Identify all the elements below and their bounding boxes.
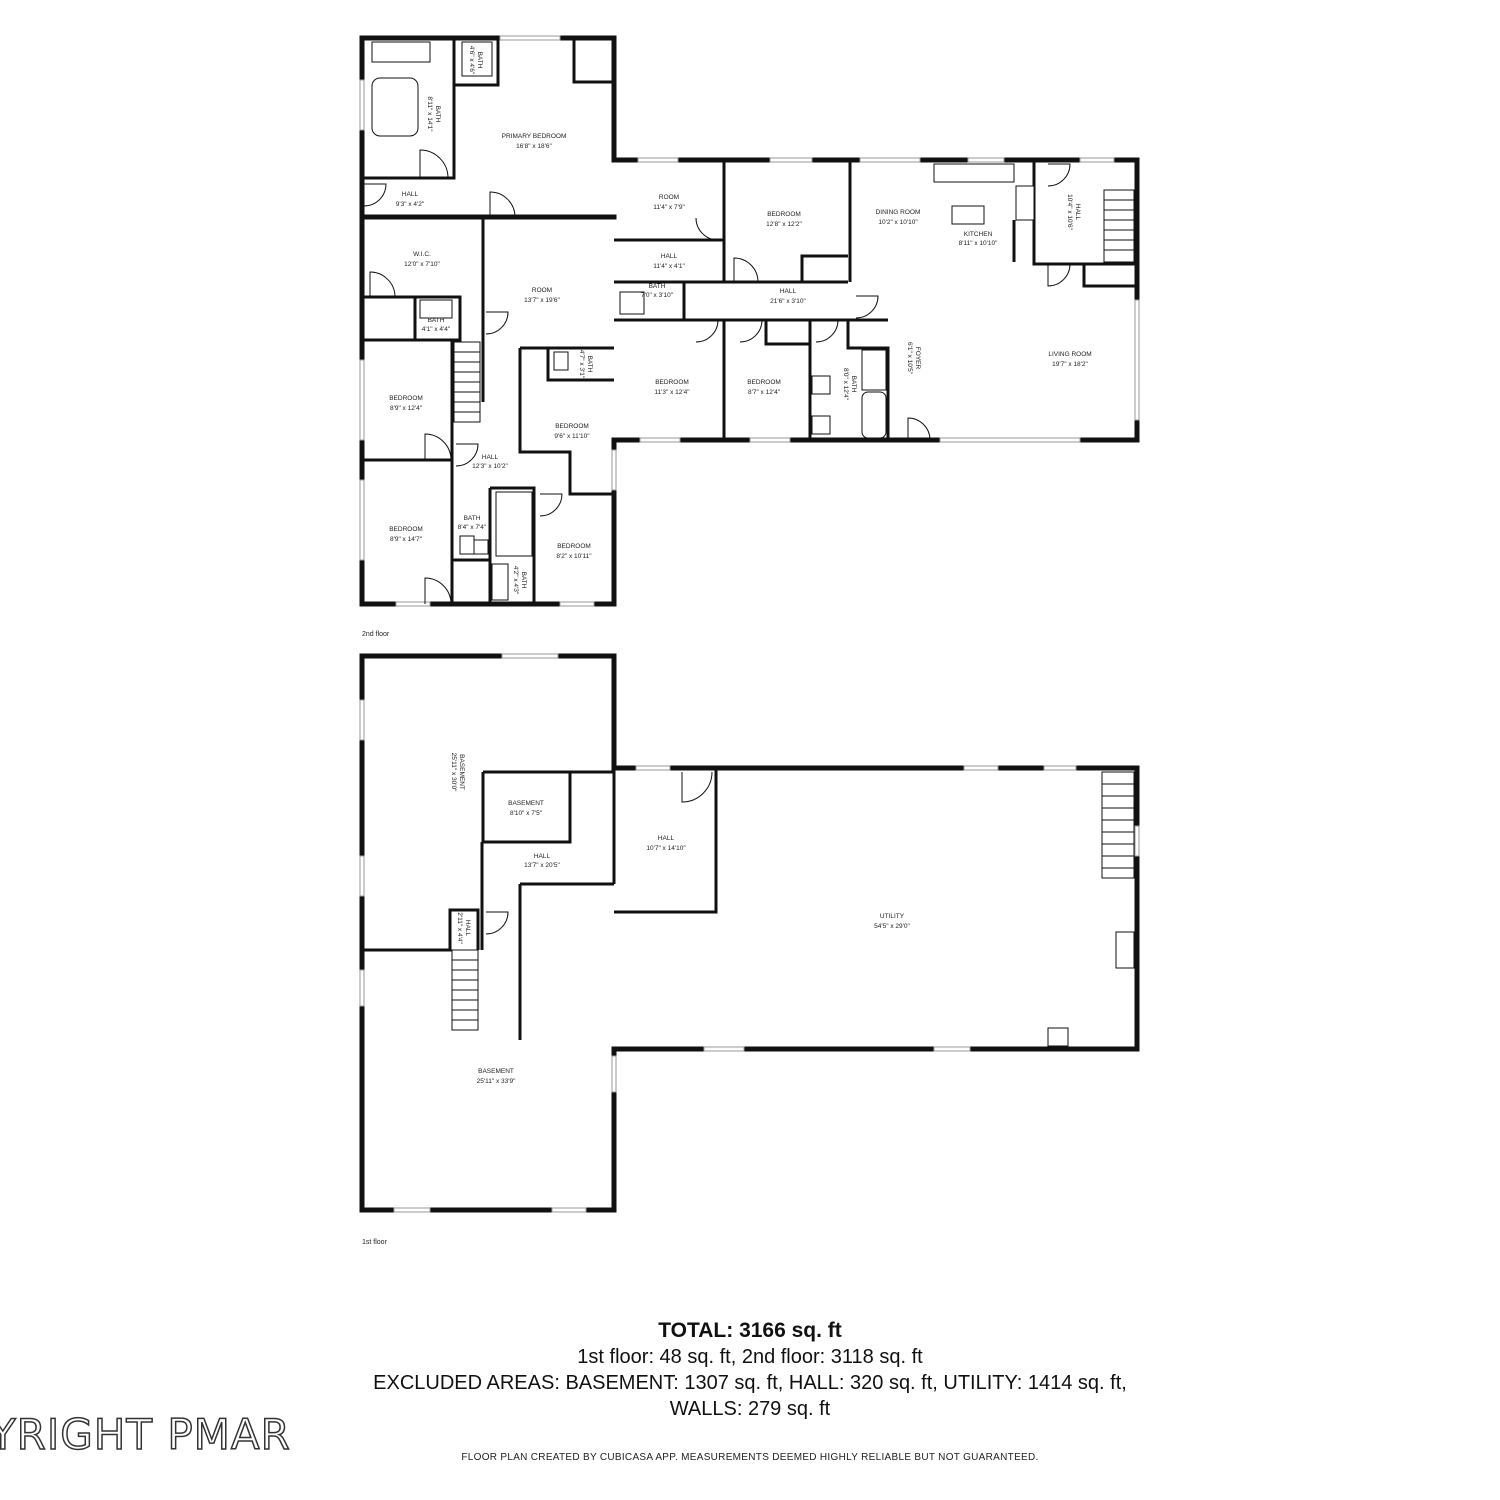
room-name: FOYER (914, 347, 921, 370)
room-dims: 54'5" x 29'0" (874, 923, 910, 930)
area-summary: TOTAL: 3166 sq. ft 1st floor: 48 sq. ft,… (0, 1318, 1500, 1422)
room-dims: 4'7" x 3'1" (578, 350, 585, 379)
first-floor-stairs (451, 771, 1135, 1047)
room-name: HALL (1074, 204, 1081, 221)
room-dims: 8'0" x 12'4" (842, 368, 849, 401)
disclaimer: FLOOR PLAN CREATED BY CUBICASA APP. MEAS… (461, 1452, 1039, 1463)
room-name: UTILITY (880, 913, 905, 920)
room-dims: 8'4" x 7'4" (458, 524, 487, 531)
second-floor-fixtures (371, 41, 1035, 601)
second-floor-doors (363, 149, 1071, 605)
room-name: BEDROOM (557, 543, 591, 550)
room-name: BEDROOM (555, 423, 589, 430)
room-dims: 4'2" x 4'3" (512, 566, 519, 595)
room-name: BATH (434, 106, 441, 123)
room-name: HALL (464, 920, 471, 937)
second-floor-windows (359, 35, 1140, 607)
room-name: HALL (661, 253, 678, 260)
room-dims: 12'3" x 10'2" (472, 463, 508, 470)
room-dims: 13'7" x 20'5" (524, 862, 560, 869)
room-name: BEDROOM (389, 395, 423, 402)
room-dims: 13'7" x 19'6" (524, 297, 560, 304)
room-name: BEDROOM (655, 379, 689, 386)
room-name: PRIMARY BEDROOM (502, 133, 567, 140)
room-dims: 4'6" x 4'6" (468, 46, 475, 75)
room-name: HALL (658, 835, 675, 842)
room-name: HALL (402, 191, 419, 198)
room-dims: 8'2" x 10'11" (556, 553, 592, 560)
room-dims: 16'8" x 18'6" (516, 143, 552, 150)
room-name: KITCHEN (964, 231, 993, 238)
room-dims: 6'1" x 10'5" (906, 342, 913, 375)
room-name: BATH (850, 376, 857, 393)
room-name: BATH (476, 52, 483, 69)
watermark: YRIGHT PMAR (0, 1409, 291, 1460)
room-dims: 10'4" x 10'6" (1066, 194, 1073, 230)
room-dims: 10'2" x 10'10" (878, 219, 918, 226)
room-name: BASEMENT (478, 1068, 514, 1075)
room-name: DINING ROOM (876, 209, 921, 216)
room-name: BEDROOM (767, 211, 801, 218)
room-dims: 9'6" x 11'10" (554, 433, 590, 440)
room-name: LIVING ROOM (1048, 351, 1091, 358)
floor-label-upper: 2nd floor (362, 631, 390, 638)
room-name: BATH (586, 356, 593, 373)
room-name: ROOM (532, 287, 552, 294)
room-dims: 21'6" x 3'10" (770, 298, 806, 305)
room-dims: 10'7" x 14'10" (646, 845, 686, 852)
room-dims: 8'10" x 7'5" (510, 810, 543, 817)
room-dims: 8'9" x 12'4" (390, 405, 423, 412)
room-dims: 11'3" x 12'4" (654, 389, 690, 396)
first-floor-doors (485, 771, 713, 935)
room-name: BASEMENT (508, 800, 544, 807)
room-dims: 25'11" x 30'0" (450, 753, 457, 792)
room-name: BEDROOM (747, 379, 781, 386)
second-floor-stairs (453, 189, 1135, 423)
room-name: BASEMENT (458, 754, 465, 790)
room-name: ROOM (659, 194, 679, 201)
room-dims: 11'4" x 7'9" (653, 204, 685, 211)
room-name: HALL (780, 288, 797, 295)
room-dims: 12'8" x 12'2" (766, 221, 802, 228)
room-name: BATH (520, 572, 527, 589)
room-dims: 8'11" x 10'10" (959, 240, 998, 247)
walls-area: WALLS: 279 sq. ft (669, 1398, 831, 1420)
total-area: TOTAL: 3166 sq. ft (658, 1319, 842, 1342)
room-name: HALL (534, 853, 551, 860)
room-name: BATH (428, 317, 445, 324)
room-dims: 4'1" x 4'4" (422, 326, 451, 333)
excluded-areas: EXCLUDED AREAS: BASEMENT: 1307 sq. ft, H… (373, 1372, 1127, 1394)
room-name: BATH (464, 515, 481, 522)
room-dims: 2'11" x 4'4" (456, 912, 463, 944)
room-dims: 8'7" x 12'4" (748, 389, 781, 396)
room-dims: 11'4" x 4'1" (653, 263, 685, 270)
first-floor-walls (359, 653, 1140, 1213)
room-dims: 25'11" x 33'9" (477, 1078, 516, 1085)
first-floor-windows (359, 653, 1140, 1213)
room-name: BEDROOM (389, 526, 423, 533)
room-name: HALL (482, 454, 499, 461)
room-dims: 8'11" x 14'1" (426, 96, 433, 132)
room-dims: 7'0" x 3'10" (641, 292, 674, 299)
floor-areas: 1st floor: 48 sq. ft, 2nd floor: 3118 sq… (577, 1346, 923, 1368)
room-dims: 12'0" x 7'10" (404, 261, 440, 268)
room-dims: 8'9" x 14'7" (390, 536, 423, 543)
room-name: BATH (649, 283, 666, 290)
room-dims: 19'7" x 18'2" (1052, 361, 1088, 368)
room-dims: 9'3" x 4'2" (396, 201, 425, 208)
room-name: W.I.C. (413, 251, 431, 258)
floor-label-lower: 1st floor (362, 1239, 387, 1246)
